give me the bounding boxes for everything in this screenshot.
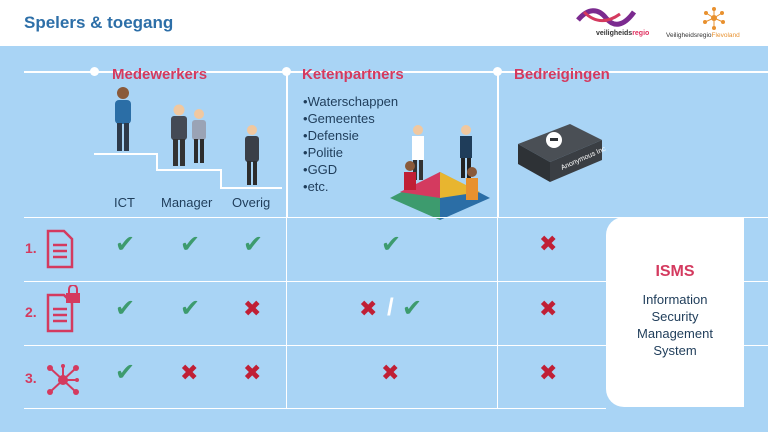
list-item: Waterschappen	[303, 93, 399, 110]
header-divider	[24, 71, 768, 73]
cross-icon: ✖	[180, 361, 199, 386]
slash-separator: /	[387, 294, 394, 321]
table-divider	[24, 408, 606, 409]
check-icon: ✔	[180, 294, 201, 322]
document-icon	[46, 229, 74, 269]
cross-icon: ✖	[243, 297, 262, 322]
network-icon	[47, 364, 79, 395]
cross-icon: ✖	[539, 232, 558, 257]
overig-person-icon	[245, 125, 259, 185]
check-icon: ✔	[115, 358, 136, 386]
cross-icon: ✖	[381, 361, 400, 386]
column-bedreigingen: Bedreigingen	[514, 66, 610, 83]
list-item: etc.	[303, 178, 398, 195]
manager-people-icon	[171, 104, 206, 166]
top-bar: Spelers & toegang veiligheidsregio Veili…	[0, 0, 768, 46]
check-icon: ✔	[381, 230, 402, 258]
check-icon: ✔	[180, 230, 201, 258]
table-divider	[24, 345, 768, 346]
stair-step	[94, 153, 156, 155]
table-divider	[24, 217, 768, 218]
isms-card: ISMS Information Security Management Sys…	[606, 217, 744, 407]
check-icon: ✔	[243, 230, 264, 258]
role-overig: Overig	[232, 195, 271, 210]
cross-icon: ✖	[243, 361, 262, 386]
column-divider	[497, 71, 499, 217]
timeline-dot	[90, 67, 99, 76]
list-item: Gemeentes	[303, 110, 398, 127]
row-number: 2.	[25, 304, 37, 320]
cross-icon: ✖	[539, 361, 558, 386]
cross-icon: ✖	[539, 297, 558, 322]
locked-document-icon	[46, 285, 80, 333]
table-divider	[24, 281, 768, 282]
row-number: 3.	[25, 370, 37, 386]
role-manager: Manager	[161, 195, 213, 210]
column-ketenpartners: Ketenpartners	[302, 66, 404, 83]
flevoland-logo: VeiligheidsregioFlevoland	[666, 6, 764, 40]
partner-list: Waterschappen Gemeentes Defensie Politie…	[303, 93, 399, 195]
check-icon: ✔	[402, 294, 423, 322]
row-number: 1.	[25, 240, 37, 256]
stair-step	[156, 169, 222, 171]
cross-icon: ✖	[359, 297, 378, 322]
page-title: Spelers & toegang	[24, 13, 174, 32]
ict-person-icon	[115, 87, 131, 151]
column-divider	[286, 217, 287, 409]
stair-step	[220, 187, 282, 189]
isms-title: ISMS	[655, 263, 695, 280]
role-ict: ICT	[114, 195, 135, 210]
column-divider	[286, 71, 288, 217]
check-icon: ✔	[115, 230, 136, 258]
puzzle-partners-icon	[390, 125, 490, 220]
list-item: Defensie	[303, 127, 398, 144]
list-item: Politie	[303, 144, 398, 161]
list-item: GGD	[303, 161, 398, 178]
column-divider	[497, 217, 498, 409]
anonymous-threat-icon: Anonymous Inc.	[518, 124, 606, 182]
isms-description: Information Security Management System	[637, 292, 713, 358]
column-medewerkers: Medewerkers	[112, 66, 208, 83]
veiligheidsregio-logo: veiligheidsregio	[574, 6, 658, 40]
check-icon: ✔	[115, 294, 136, 322]
